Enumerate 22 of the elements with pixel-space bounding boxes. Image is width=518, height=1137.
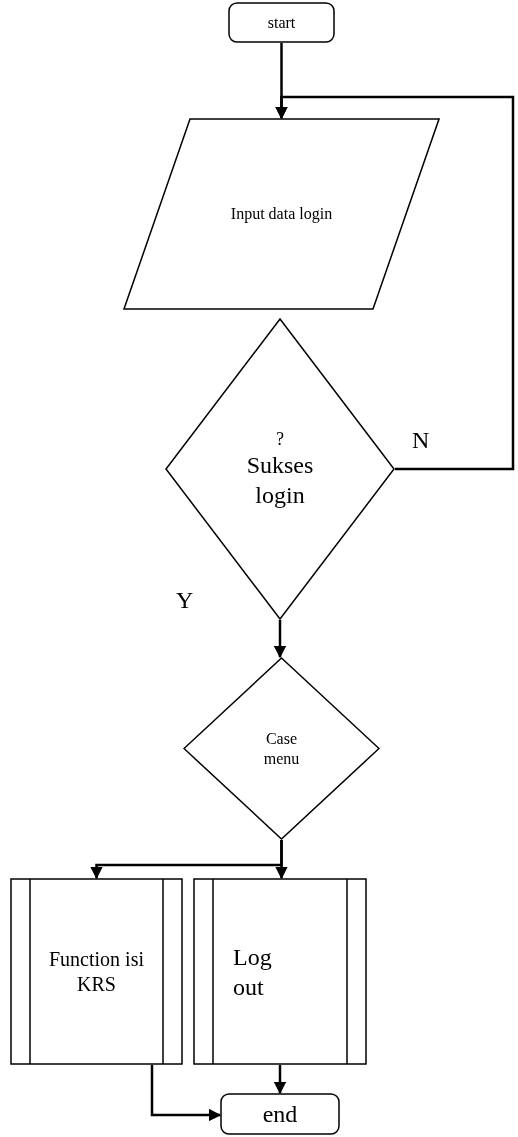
terminal-box: [220, 1093, 340, 1135]
node-text: Input data login: [229, 204, 334, 224]
edge-label: N: [412, 428, 430, 452]
decision-diamond: [165, 318, 395, 620]
node-text: Sukses login: [245, 451, 315, 511]
arrow: [275, 95, 515, 471]
decision-diamond: [183, 657, 380, 840]
arrow: [275, 840, 288, 880]
arrow: [273, 620, 287, 659]
edge-label: Y: [176, 588, 194, 612]
node-text: start: [267, 12, 296, 33]
node-text: end: [262, 1100, 298, 1129]
node-text: Log out: [233, 942, 273, 1002]
predefined-process-box: [10, 878, 183, 1065]
terminal-box: [228, 2, 335, 43]
arrow: [273, 1065, 287, 1095]
arrow: [150, 1065, 222, 1122]
node-text: Function isi KRS: [48, 946, 145, 997]
node-text: Case menu: [262, 728, 301, 769]
input-parallelogram: [123, 118, 440, 310]
predefined-process-box: [193, 878, 367, 1065]
node-text: ?: [276, 427, 284, 451]
